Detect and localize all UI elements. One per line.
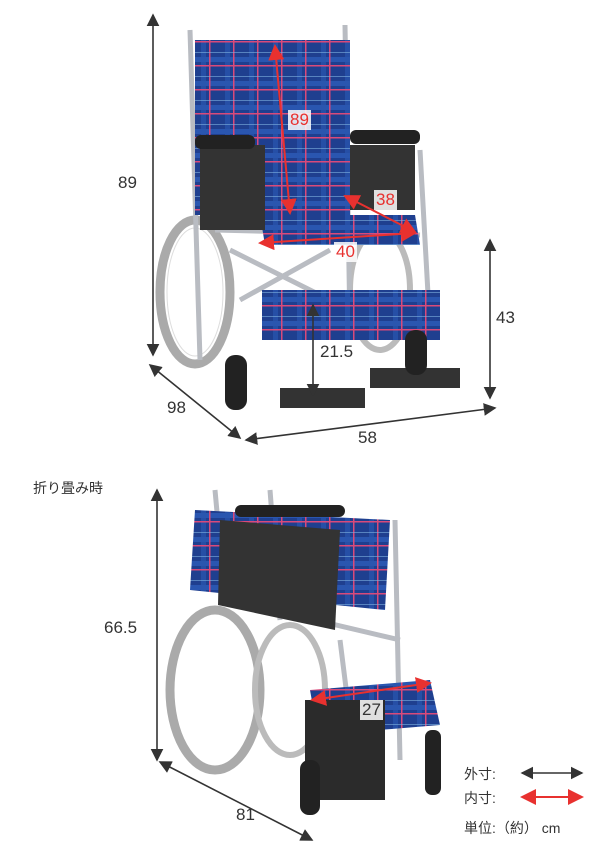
folded-width-label: 27 — [360, 700, 383, 720]
folded-depth-label: 81 — [236, 805, 255, 824]
seat-width-label: 40 — [334, 242, 357, 262]
seat-width-arrow — [258, 225, 417, 251]
height-label: 89 — [118, 173, 137, 192]
back-height-label: 89 — [288, 110, 311, 130]
folded-depth-arrow — [158, 761, 314, 841]
seat-depth-label: 38 — [374, 190, 397, 210]
folded-width-arrow — [310, 677, 432, 706]
folded-height-label: 66.5 — [104, 618, 138, 637]
wheelchair-folded — [165, 489, 441, 815]
footrest-height-label: 21.5 — [318, 342, 356, 362]
depth-label: 98 — [167, 398, 186, 417]
seat-height-label: 43 — [496, 308, 515, 327]
legend-outer-label: 外寸: — [464, 766, 496, 782]
inner-dimension-arrows — [258, 44, 584, 805]
legend-inner-label: 内寸: — [464, 790, 496, 806]
folded-title: 折り畳み時 — [33, 480, 103, 496]
wheelchair-unfolded — [155, 24, 460, 410]
depth-arrow — [148, 363, 242, 440]
width-label: 58 — [358, 428, 377, 447]
outer-dimension-arrows — [146, 13, 584, 841]
legend-unit-label: 単位:（約） cm — [464, 820, 561, 836]
width-arrow — [244, 403, 497, 445]
back-height-arrow — [268, 44, 297, 215]
